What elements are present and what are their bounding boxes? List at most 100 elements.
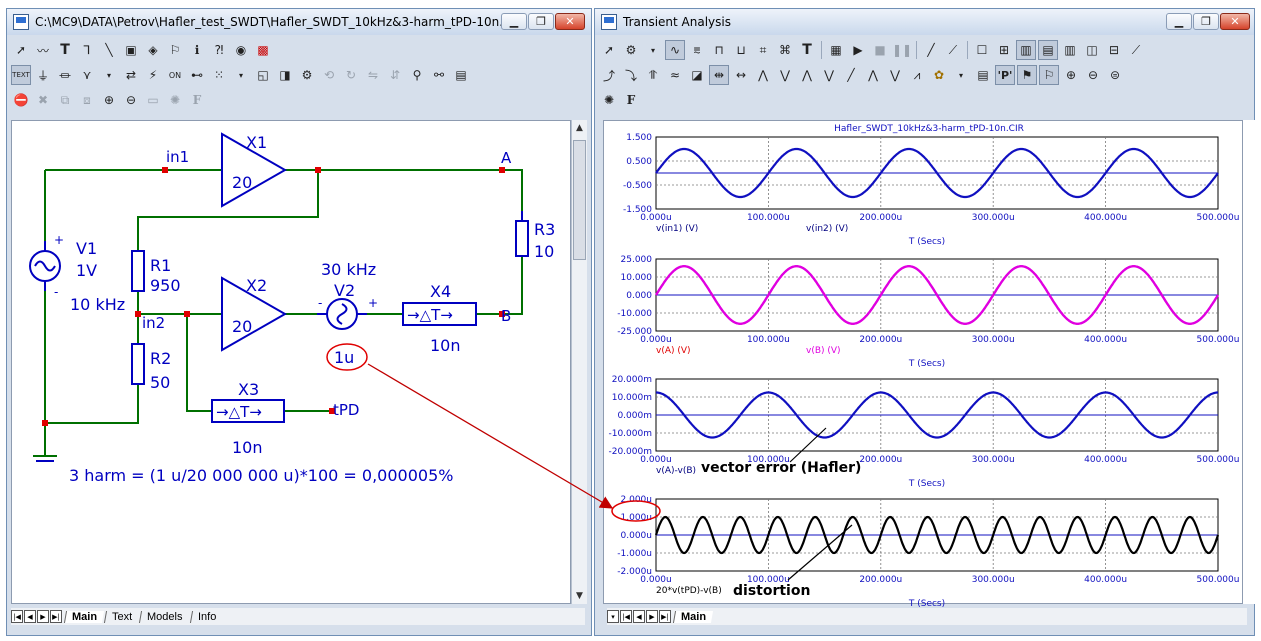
analysis-first-page-icon[interactable]: |◀: [620, 610, 632, 623]
tab-models[interactable]: Models: [139, 610, 190, 623]
rising-edge-icon[interactable]: ⋀: [758, 68, 768, 82]
tag-right-icon[interactable]: ⚐: [1039, 65, 1059, 85]
font-icon[interactable]: F: [192, 93, 202, 107]
schematic-canvas[interactable]: + - 20 20 - + →△T→ →△T→ X1 X2 X4 10: [11, 120, 571, 604]
performance-icon[interactable]: 'P': [995, 65, 1015, 85]
pin-marker-icon[interactable]: ⊷: [191, 68, 203, 82]
line-icon[interactable]: ╱: [927, 43, 935, 57]
scroll-up-icon[interactable]: ▲: [576, 123, 583, 133]
max-icon[interactable]: ⋀: [868, 68, 878, 82]
scale-icon[interactable]: ⚙: [625, 43, 637, 57]
wire-mode-icon[interactable]: 〰: [36, 43, 49, 58]
analysis-restore-button[interactable]: ❐: [1193, 13, 1219, 30]
cancel-icon[interactable]: ✖: [37, 93, 49, 107]
grid-major-icon[interactable]: ▥: [1016, 40, 1036, 60]
settings-icon[interactable]: ✺: [169, 93, 181, 107]
analysis-minimize-button[interactable]: ▁: [1166, 13, 1192, 30]
properties-icon[interactable]: ⚙: [301, 68, 313, 82]
analysis-next-page-icon[interactable]: ▶: [646, 610, 658, 623]
find-icon[interactable]: ⚲: [412, 68, 422, 82]
grid-text-icon[interactable]: ⋎: [82, 68, 92, 82]
low-icon[interactable]: ≈: [669, 68, 681, 82]
mirror-icon[interactable]: ⇋: [367, 68, 379, 82]
diagonal-wire-icon[interactable]: ╲: [105, 43, 113, 57]
component-mode-icon[interactable]: ▣: [125, 43, 137, 57]
grid-minor-icon[interactable]: ▤: [1038, 40, 1058, 60]
flip-icon[interactable]: ⇵: [389, 68, 401, 82]
plot-canvas[interactable]: Hafler_SWDT_10kHz&3-harm_tPD-10n.CIR 1.5…: [603, 120, 1243, 609]
swap-icon[interactable]: ⇄: [125, 68, 137, 82]
grid-view-icon[interactable]: ⊞: [998, 43, 1010, 57]
grid-icon[interactable]: ⁙: [213, 68, 225, 82]
tab-main[interactable]: Main: [63, 610, 105, 623]
peak-icon[interactable]: ⤴: [602, 68, 615, 83]
rotate-icon[interactable]: ⟲: [323, 68, 335, 82]
pause-icon[interactable]: ❚❚: [891, 43, 913, 57]
data-table-icon[interactable]: ▤: [977, 68, 989, 82]
info-mode-icon[interactable]: ℹ: [194, 43, 200, 57]
minimize-button[interactable]: ▁: [501, 13, 527, 30]
title-block-icon[interactable]: ◨: [279, 68, 291, 82]
page-icon[interactable]: ▤: [455, 68, 467, 82]
analysis-window[interactable]: Transient Analysis ▁ ❐ ✕ ➚ ⚙ ▾ ∿ ⩳ ⊓ ⊔ ⌗…: [594, 8, 1255, 636]
chevron-down-icon-3[interactable]: ▾: [650, 45, 655, 55]
help-mode-icon[interactable]: ⁈: [214, 43, 224, 57]
paste-icon[interactable]: ⧈: [83, 92, 91, 107]
box-icon[interactable]: ☐: [976, 43, 988, 57]
tab-text[interactable]: Text: [104, 610, 140, 623]
analysis-last-page-icon[interactable]: ▶|: [659, 610, 671, 623]
schematic-window[interactable]: C:\MC9\DATA\Petrov\Hafler_test_SWDT\Hafl…: [6, 8, 592, 636]
inflection-icon[interactable]: ╱: [847, 68, 855, 82]
slope-icon[interactable]: ⋀: [802, 68, 812, 82]
bandwidth-icon[interactable]: ⊓: [714, 43, 724, 57]
binoculars-icon[interactable]: ⚯: [433, 68, 445, 82]
global-high-icon[interactable]: ⩘: [913, 67, 921, 82]
analysis-prev-page-icon[interactable]: ◀: [633, 610, 645, 623]
pin-connections-icon[interactable]: ⏛: [58, 68, 71, 83]
cursor-right-icon[interactable]: ↔: [735, 68, 747, 82]
run-icon[interactable]: ▶: [853, 43, 863, 57]
globe-icon[interactable]: ◉: [235, 43, 247, 57]
next-page-icon[interactable]: ▶: [37, 610, 49, 623]
properties-dialog-icon[interactable]: ▦: [830, 43, 842, 57]
palette-icon[interactable]: ✿: [933, 68, 945, 82]
last-page-icon[interactable]: ▶|: [50, 610, 62, 623]
stop-icon[interactable]: ⛔: [13, 93, 29, 107]
analysis-close-button[interactable]: ✕: [1220, 13, 1250, 30]
falling-edge-icon[interactable]: ⋁: [780, 68, 790, 82]
schematic-titlebar[interactable]: C:\MC9\DATA\Petrov\Hafler_test_SWDT\Hafl…: [7, 9, 591, 35]
analysis-zoom-in-icon[interactable]: ⊕: [1065, 68, 1077, 82]
schematic-vertical-scrollbar[interactable]: ▲ ▼: [571, 120, 587, 604]
stop-run-icon[interactable]: ■: [874, 43, 886, 57]
marker-icon[interactable]: ⌘: [779, 43, 791, 57]
analysis-zoom-out-icon[interactable]: ⊖: [1087, 68, 1099, 82]
chevron-down-icon[interactable]: ▾: [106, 70, 111, 80]
wire-bend-icon[interactable]: ⅂: [83, 43, 91, 57]
plot-vertical-scrollbar[interactable]: [1243, 120, 1255, 604]
folder-icon[interactable]: ▭: [147, 93, 159, 107]
measure-icon[interactable]: ⊔: [736, 43, 746, 57]
close-button[interactable]: ✕: [555, 13, 585, 30]
analysis-font-icon[interactable]: F: [626, 93, 636, 107]
chevron-down-icon-2[interactable]: ▾: [238, 70, 243, 80]
component-library-icon[interactable]: ▩: [257, 43, 269, 57]
copy-icon[interactable]: ⧉: [60, 92, 70, 107]
scope-icon[interactable]: ◪: [691, 68, 703, 82]
analysis-zoom-fit-icon[interactable]: ⊜: [1109, 68, 1121, 82]
border-icon[interactable]: ◱: [257, 68, 269, 82]
grid-columns-icon[interactable]: ▥: [1064, 43, 1076, 57]
min-icon[interactable]: ⋁: [890, 68, 900, 82]
analysis-tab-main[interactable]: Main: [672, 610, 714, 623]
polyline-icon[interactable]: ⟋: [948, 42, 958, 57]
scroll-down-icon[interactable]: ▼: [576, 591, 583, 601]
redo-icon[interactable]: ↻: [345, 68, 357, 82]
valley-icon[interactable]: ⤵: [624, 68, 637, 83]
tracker-icon[interactable]: ⟋: [1131, 42, 1141, 57]
text-toggle-icon[interactable]: TEXT: [11, 65, 31, 85]
node-numbers-icon[interactable]: ⏚: [36, 68, 49, 83]
prev-page-icon[interactable]: ◀: [24, 610, 36, 623]
axis-icon[interactable]: ⊟: [1108, 43, 1120, 57]
attribute-icon[interactable]: ⚡: [148, 68, 158, 82]
tag-left-icon[interactable]: ⚑: [1017, 65, 1037, 85]
high-icon[interactable]: ⥣: [648, 67, 658, 82]
